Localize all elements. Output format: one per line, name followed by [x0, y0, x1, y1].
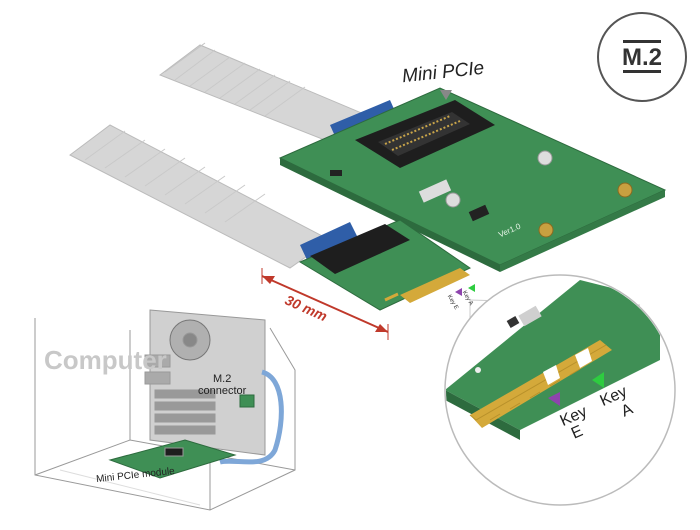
m2-connector-line1: M.2	[212, 373, 232, 385]
mini-pcie-pointer	[440, 90, 452, 100]
key-a-marker	[592, 372, 604, 388]
ribbon-cable-bottom	[69, 124, 358, 269]
key-e-marker	[548, 392, 560, 406]
m2-card	[298, 219, 472, 311]
computer-diagram	[34, 309, 296, 511]
small-key-e-marker	[455, 288, 462, 296]
computer-label: Computer	[44, 345, 167, 375]
dimension-arrow	[261, 268, 389, 340]
mini-pcie-board	[278, 87, 667, 272]
m2-connector-label: M.2 connector	[198, 373, 246, 397]
small-key-a-marker	[468, 284, 475, 292]
zoom-circle	[444, 274, 676, 506]
m2-badge: M.2	[597, 12, 687, 102]
m2-connector-line2: connector	[198, 385, 247, 397]
m2-badge-text: M.2	[599, 40, 685, 73]
